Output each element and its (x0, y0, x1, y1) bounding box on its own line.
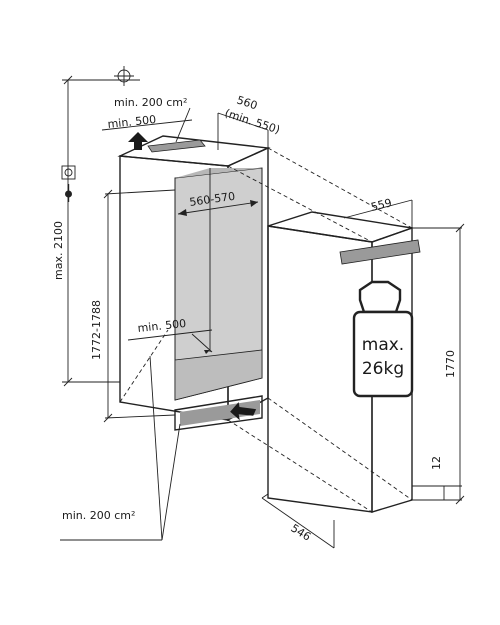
vent-leader-2 (161, 423, 181, 541)
plinth-grille (180, 400, 260, 426)
vent-leader-top (175, 107, 191, 143)
top-width-line (217, 112, 269, 131)
extension-lines (62, 79, 462, 513)
inner-width-label: 560-570 (189, 190, 236, 209)
weight-line-2: 26kg (362, 359, 404, 379)
niche-inner-ceiling (175, 168, 262, 178)
appliance-depth-line (261, 497, 335, 549)
depth-bottom-label: min. 500 (137, 317, 187, 335)
weight-box (352, 310, 414, 398)
max-height-label: max. 2100 (52, 221, 65, 280)
niche-inner-floor (174, 349, 263, 401)
air-arrow-icon (128, 132, 257, 421)
width-top-label-1: 560 (235, 93, 259, 112)
crosshair-icon (114, 66, 134, 86)
niche-cabinet (117, 135, 271, 431)
appliance-width-line (343, 199, 413, 219)
weight-line-1: max. (362, 335, 404, 355)
top-vent-slot (147, 139, 206, 153)
bottom-depth-line (127, 329, 213, 341)
weight-icon (358, 280, 402, 314)
vent-top-label: min. 200 cm² (114, 96, 187, 109)
vent-bottom-label: min. 200 cm² (62, 509, 135, 522)
plinth-vent (174, 395, 263, 431)
power-socket-icon (61, 165, 76, 180)
top-depth-line (101, 119, 193, 131)
appliance-top-hinge (339, 239, 421, 265)
gap-label: 12 (430, 456, 443, 470)
appliance-depth-label: 546 (288, 522, 313, 544)
appliance: max. 26kg (267, 211, 421, 513)
air-arrow-up (128, 132, 148, 150)
inner-width-line (177, 201, 259, 215)
appliance-width-label: 559 (370, 196, 394, 214)
vent-leader-1 (149, 355, 163, 541)
dimension-lines (60, 75, 465, 549)
depth-top-label: min. 500 (107, 113, 157, 131)
weight-badge: max. 26kg (352, 280, 414, 398)
niche-height-label: 1772-1788 (90, 300, 103, 360)
air-arrow-in (230, 402, 257, 421)
appliance-height-label: 1770 (444, 350, 457, 378)
plug-icon (65, 184, 72, 202)
